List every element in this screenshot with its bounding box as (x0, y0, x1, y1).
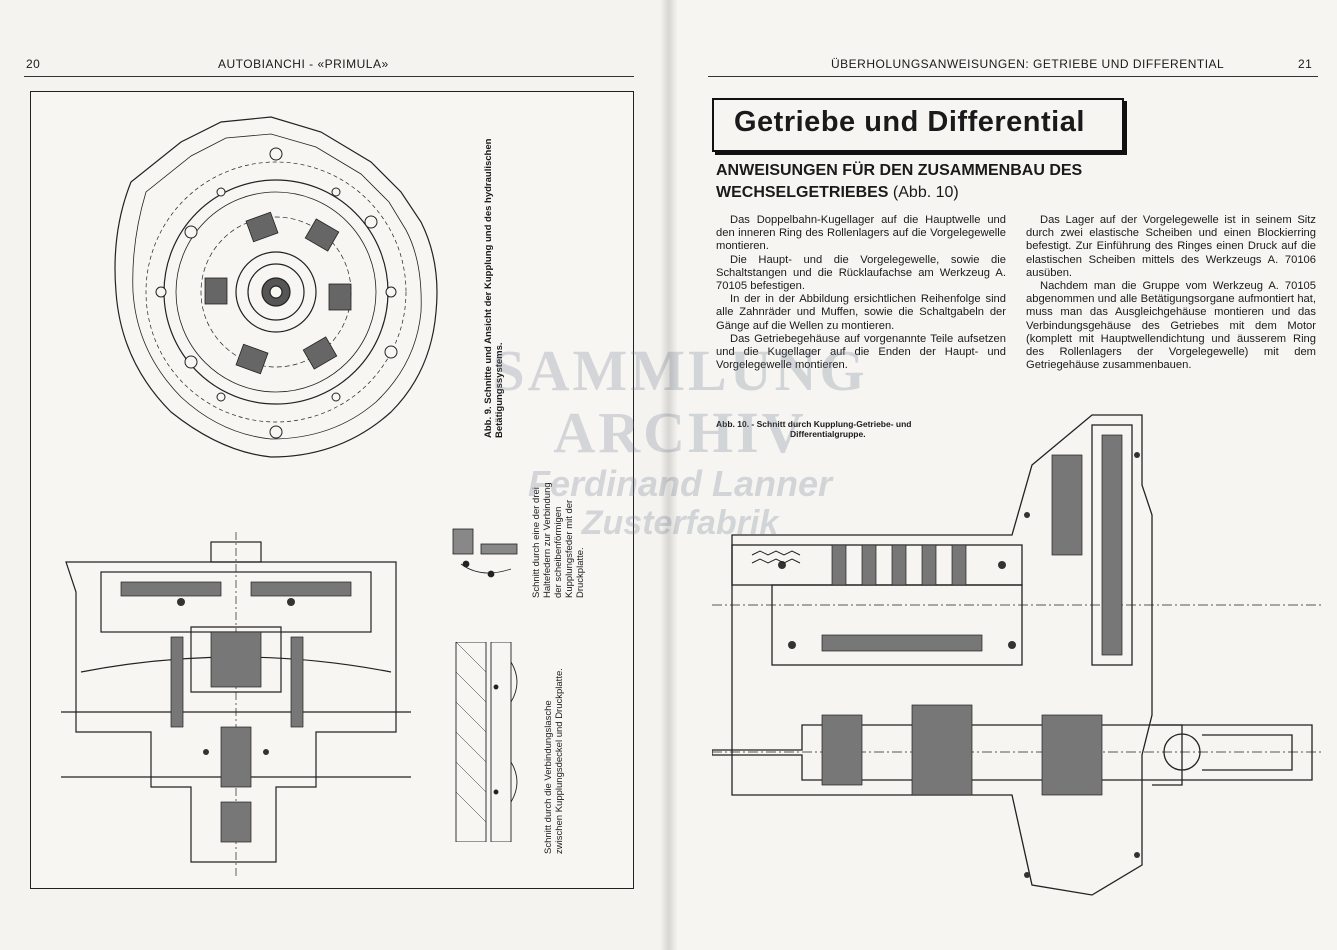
detail-2-caption: Schnitt durch die Verbindungslasche zwis… (543, 668, 565, 854)
page-number-right: 21 (1298, 57, 1313, 71)
running-header-right: ÜBERHOLUNGSANWEISUNGEN: GETRIEBE UND DIF… (831, 57, 1225, 71)
detail-1-drawing (452, 528, 518, 578)
page-number-left: 20 (26, 57, 41, 71)
detail-2-drawing (455, 642, 518, 842)
figure-10-caption: Abb. 10. - Schnitt durch Kupplung-Getrie… (716, 419, 912, 439)
left-page: 20 AUTOBIANCHI - «PRIMULA» (0, 0, 668, 950)
gearbox-section-drawing (712, 414, 1324, 896)
paragraph: Das Getriebegehäuse auf vorgenannte Teil… (716, 332, 1006, 372)
section-heading-text: ANWEISUNGEN FÜR DEN ZUSAMMENBAU DES WECH… (716, 162, 1083, 201)
chapter-title-box: Getriebe und Differential (712, 98, 1124, 152)
header-rule-right (708, 76, 1318, 77)
text-column-2: Das Lager auf der Vorgelegewelle ist in … (1026, 214, 1316, 372)
section-heading-ref: (Abb. 10) (892, 184, 959, 201)
paragraph: In der in der Abbildung ersichtlichen Re… (716, 293, 1006, 332)
clutch-front-view-drawing (114, 116, 438, 458)
paragraph: Das Lager auf der Vorgelegewelle ist in … (1026, 214, 1316, 279)
right-page: ÜBERHOLUNGSANWEISUNGEN: GETRIEBE UND DIF… (668, 0, 1337, 950)
detail-1-caption: Schnitt durch eine der drei Haltefedern … (531, 482, 586, 598)
paragraph: Die Haupt- und die Vorgelegewelle, sowie… (716, 253, 1006, 293)
clutch-section-drawing (61, 532, 411, 877)
running-header-left: AUTOBIANCHI - «PRIMULA» (218, 57, 389, 71)
figure-10-caption-line2: Differentialgruppe. (790, 429, 866, 439)
paragraph: Nachdem man die Gruppe vom Werkzeug A. 7… (1026, 280, 1316, 372)
section-heading: ANWEISUNGEN FÜR DEN ZUSAMMENBAU DES WECH… (716, 160, 1136, 204)
paragraph: Das Doppelbahn-Kugellager auf die Hauptw… (716, 214, 1006, 253)
figure-9-frame: Abb. 9. Schnitte und Ansicht der Kupplun… (30, 91, 634, 889)
header-rule-left (24, 76, 634, 77)
chapter-title: Getriebe und Differential (734, 106, 1085, 138)
figure-9-caption: Abb. 9. Schnitte und Ansicht der Kupplun… (483, 138, 505, 438)
figure-10-caption-line1: Abb. 10. - Schnitt durch Kupplung-Getrie… (716, 419, 912, 429)
book-gutter (660, 0, 678, 950)
text-column-1: Das Doppelbahn-Kugellager auf die Hauptw… (716, 214, 1006, 372)
